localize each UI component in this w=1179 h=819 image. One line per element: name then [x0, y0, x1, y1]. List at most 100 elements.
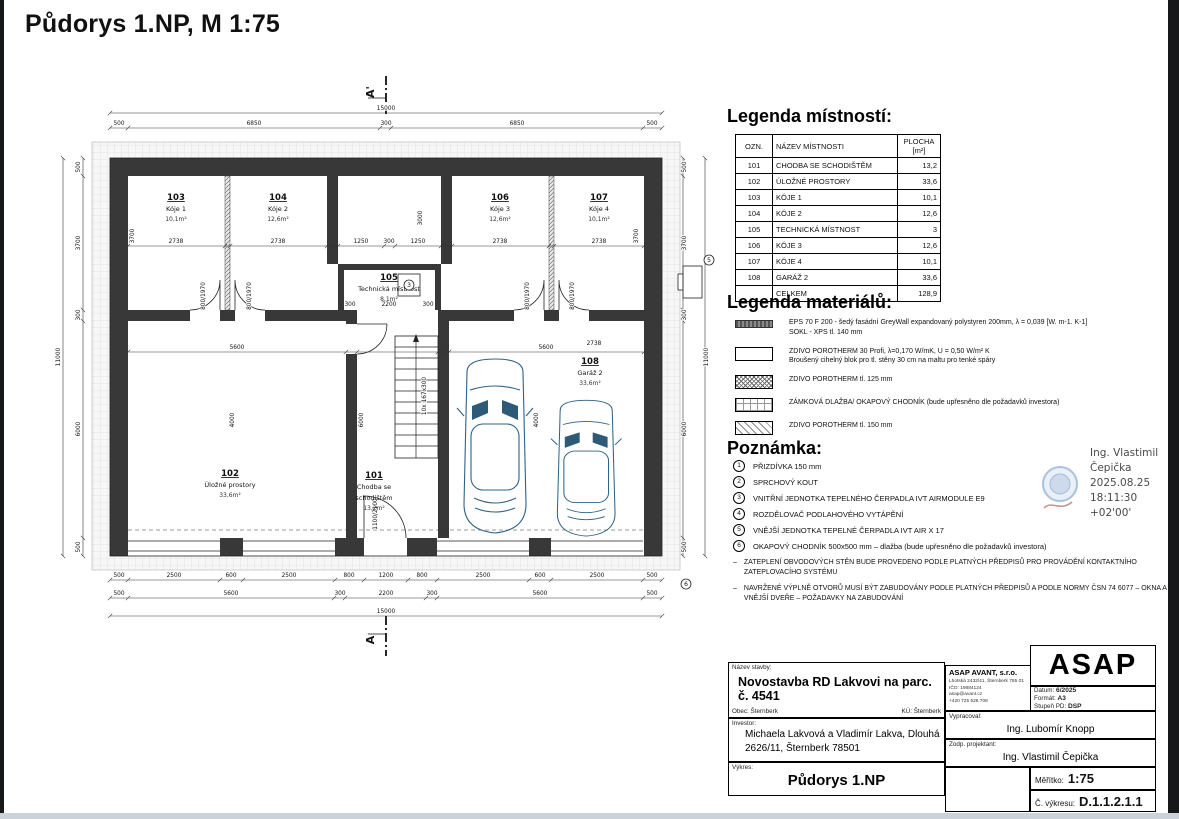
- dim-label: 500: [113, 121, 124, 127]
- room-number: 103: [167, 193, 185, 203]
- dim-label: 11000: [704, 347, 710, 366]
- header-ozn: OZN.: [735, 134, 773, 158]
- material-item: ZÁMKOVÁ DLAŽBA/ OKAPOVÝ CHODNÍK (bude up…: [735, 398, 1167, 413]
- dim-label: 6850: [510, 121, 525, 127]
- dim-label: 2500: [476, 573, 491, 579]
- company-box: ASAP AVANT, s.r.o. Lhotská 2432/41, Šter…: [945, 665, 1031, 711]
- section-line: A' A: [364, 76, 387, 656]
- company-logo-box: ASAP: [1030, 645, 1156, 686]
- project-name-box: Název stavby: Novostavba RD Lakvovi na p…: [728, 662, 945, 718]
- dim-label: 800/1970: [525, 282, 531, 310]
- room-number: 101: [365, 471, 383, 481]
- dim-label: 500: [646, 121, 657, 127]
- note-dash-item: –ZATEPLENÍ OBVODOVÝCH STĚN BUDE PROVEDEN…: [733, 559, 1137, 577]
- drawing-name-box: Výkres: Půdorys 1.NP: [728, 762, 945, 796]
- dim-label: 4000: [230, 412, 236, 427]
- note-markers: 356: [403, 254, 715, 590]
- room-number: 106: [491, 193, 509, 203]
- material-item: ZDIVO POROTHERM 30 Profi, λ=0,170 W/mK, …: [735, 346, 1167, 367]
- dim-label: 5600: [539, 345, 554, 351]
- dim-label: 2200: [379, 591, 394, 597]
- staircase: [394, 334, 439, 459]
- responsible-name: Ing. Vlastimil Čepička: [1002, 752, 1099, 763]
- dim-label: 600: [225, 573, 236, 579]
- material-swatch: [735, 421, 773, 436]
- note-dash-item: –NAVRŽENÉ VÝPLNĚ OTVORŮ MUSÍ BÝT ZABUDOV…: [733, 585, 1167, 603]
- note-number-icon: 5: [733, 524, 745, 536]
- responsible-box: Zodp. projektant: Ing. Vlastimil Čepička: [945, 739, 1156, 767]
- note-marker: [403, 279, 415, 291]
- stage-value: DSP: [1067, 702, 1082, 710]
- digital-signature: Ing. Vlastimil Čepička 2025.08.25 18:11:…: [1038, 446, 1158, 521]
- table-header-row: OZN. NÁZEV MÍSTNOSTI PLOCHA[m²]: [735, 134, 941, 158]
- company-ico: IČO: 19884124: [949, 685, 982, 691]
- meta-box: Datum: 6/2025 Formát: A3 Stupeň PD: DSP: [1030, 686, 1156, 711]
- material-swatch: [735, 346, 773, 361]
- room-area: 10,1m²: [165, 216, 187, 223]
- dim-label: 3000: [418, 210, 424, 225]
- svg-text:5: 5: [707, 257, 711, 264]
- dim-label: 300: [380, 121, 391, 127]
- dim-label: 300: [383, 239, 394, 245]
- note-number-icon: 3: [733, 492, 745, 504]
- dim-label: 2738: [592, 239, 607, 245]
- dim-label: 11000: [56, 347, 62, 366]
- dim-label: 300: [682, 309, 688, 320]
- dim-label: 6000: [359, 412, 365, 427]
- dim-label: 2500: [167, 573, 182, 579]
- room-name: Kóje 3: [490, 205, 510, 213]
- room-name: Úložné prostory: [204, 480, 255, 489]
- room-name: Technická místnost: [357, 285, 420, 293]
- project-name: Novostavba RD Lakvovi na parc. č. 4541: [738, 675, 932, 703]
- dim-label: 300: [344, 302, 355, 308]
- dim-label: 3700: [76, 235, 82, 250]
- dim-label: 500: [113, 573, 124, 579]
- room-legend-title: Legenda místností:: [727, 106, 893, 126]
- room-area: 12,6m²: [267, 216, 289, 223]
- room-area: 12,6m²: [489, 216, 511, 223]
- author-name: Ing. Lubomír Knopp: [1006, 724, 1095, 735]
- page-title: Půdorys 1.NP, M 1:75: [25, 10, 281, 38]
- room-name: Garáž 2: [577, 369, 602, 377]
- material-text: ZDIVO POROTHERM 30 Profi, λ=0,170 W/mK, …: [789, 347, 996, 365]
- dim-label: 800/1970: [570, 282, 576, 310]
- cadastral-area: KÚ: Šternberk: [901, 708, 941, 715]
- building-footprint: [110, 158, 662, 556]
- header-nazev: NÁZEV MÍSTNOSTI: [772, 134, 898, 158]
- dim-label: 500: [113, 591, 124, 597]
- dim-label: 300: [76, 309, 82, 320]
- dim-label: 500: [646, 573, 657, 579]
- material-item: ZDIVO POROTHERM tl. 150 mm: [735, 421, 1167, 436]
- section-marker-bottom: A: [364, 635, 377, 644]
- room-number: 107: [590, 193, 608, 203]
- dim-label: 1250: [354, 239, 369, 245]
- company-name: ASAP AVANT, s.r.o.: [949, 668, 1018, 677]
- drawing-sheet: Půdorys 1.NP, M 1:75: [4, 0, 1168, 813]
- room-number: 102: [221, 469, 239, 479]
- note-number-icon: 2: [733, 476, 745, 488]
- material-legend-title: Legenda materiálů:: [727, 292, 893, 312]
- room-number: 105: [380, 273, 398, 283]
- dim-label: 1250: [411, 239, 426, 245]
- dim-label: 2200: [382, 302, 397, 308]
- format-value: A3: [1057, 694, 1066, 702]
- dim-label: 4000: [534, 412, 540, 427]
- asap-logo: ASAP: [1048, 649, 1138, 681]
- dim-label: 6850: [247, 121, 262, 127]
- dim-label: 3700: [682, 235, 688, 250]
- drawing-number-box: Č. výkresu:D.1.1.2.1.1: [1030, 790, 1156, 812]
- date-value: 6/2025: [1056, 687, 1077, 694]
- dim-label: 500: [646, 591, 657, 597]
- note-number-icon: 4: [733, 508, 745, 520]
- company-email: asap@avant.cz: [949, 692, 983, 697]
- indoor-unit-box: [397, 273, 421, 297]
